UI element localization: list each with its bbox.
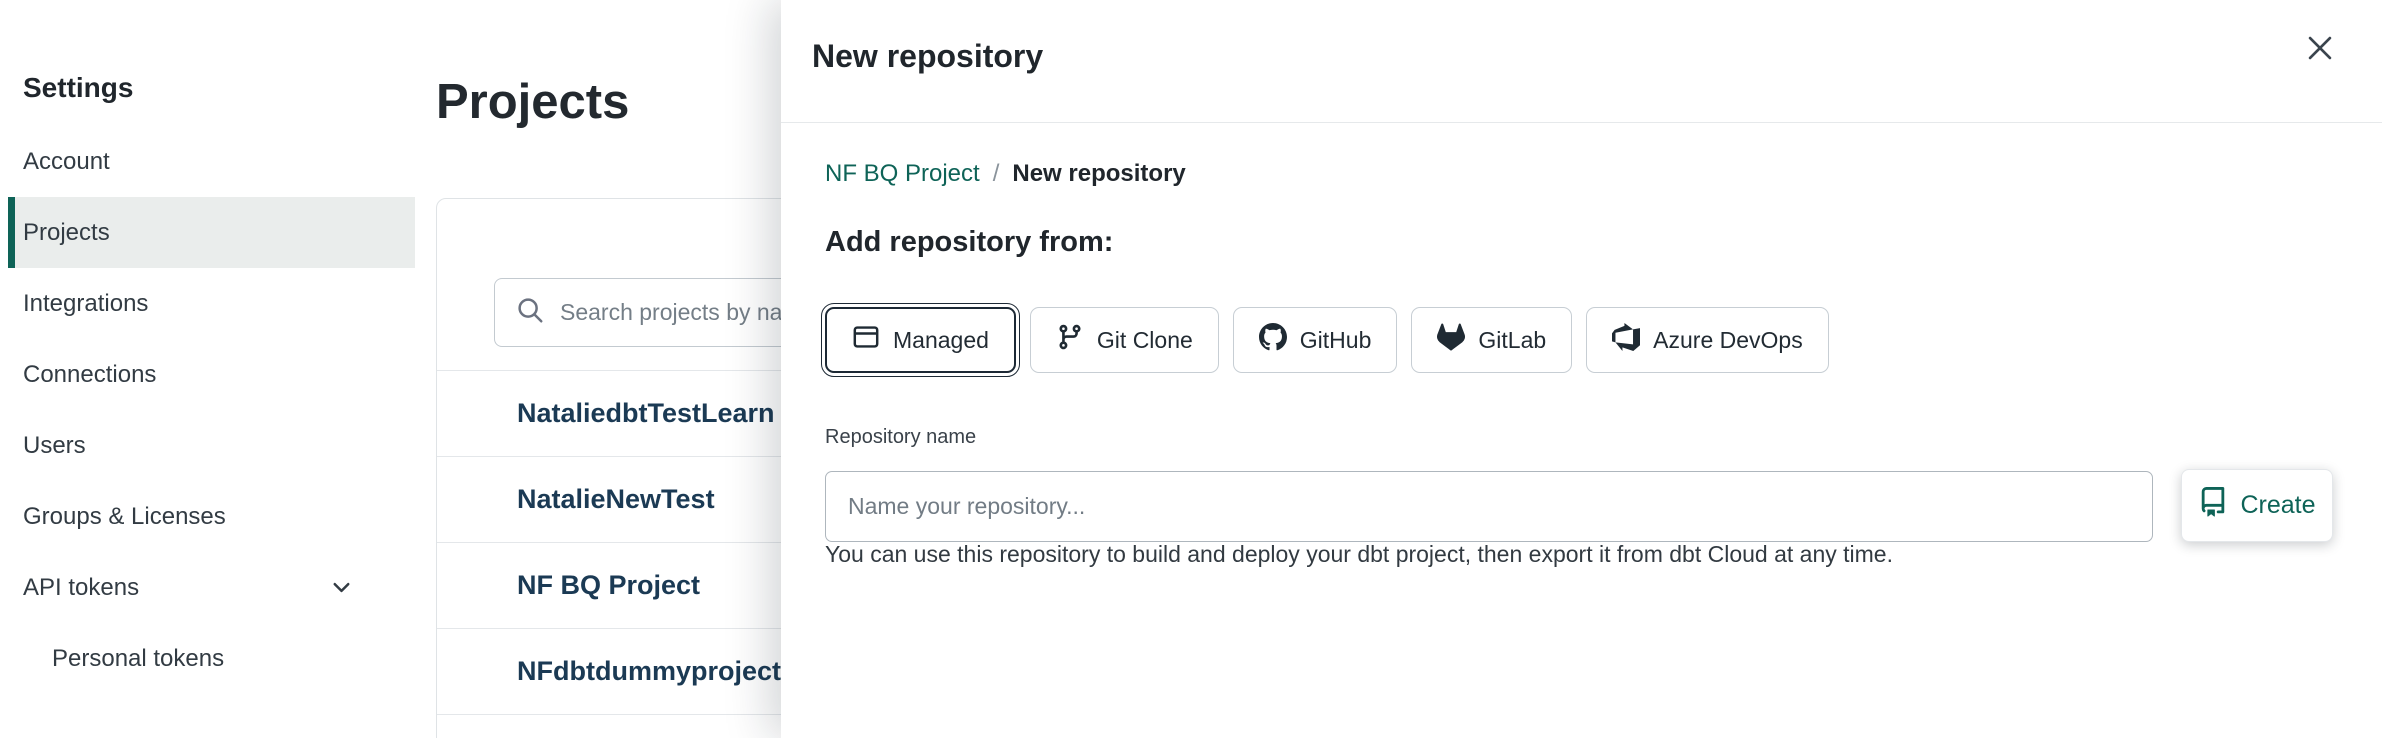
project-link[interactable]: NataliedbtTestLearn T xyxy=(517,398,799,428)
create-repo-icon xyxy=(2198,487,2228,524)
close-icon[interactable] xyxy=(2296,24,2344,72)
source-label: Managed xyxy=(893,326,989,353)
sidebar-item-groups-licenses[interactable]: Groups & Licenses xyxy=(23,502,226,530)
repository-name-label: Repository name xyxy=(825,426,977,448)
repository-name-input[interactable] xyxy=(825,471,2153,542)
sidebar-item-projects[interactable]: Projects xyxy=(8,197,415,268)
settings-title: Settings xyxy=(23,72,134,103)
add-repository-heading: Add repository from: xyxy=(825,226,1114,258)
sidebar-item-connections[interactable]: Connections xyxy=(23,360,157,388)
breadcrumb: NF BQ Project / New repository xyxy=(825,160,1186,188)
source-github-button[interactable]: GitHub xyxy=(1232,307,1398,373)
repository-help-text: You can use this repository to build and… xyxy=(825,541,1893,567)
azure-devops-icon xyxy=(1612,323,1641,357)
project-link[interactable]: NF BQ Project xyxy=(517,570,701,600)
search-icon xyxy=(515,295,545,330)
source-azure-devops-button[interactable]: Azure DevOps xyxy=(1586,307,1829,373)
source-label: GitHub xyxy=(1299,326,1372,353)
sidebar-item-label: API tokens xyxy=(23,573,140,601)
page-title: Projects xyxy=(436,75,630,129)
panel-header: New repository xyxy=(781,0,2382,123)
panel-title: New repository xyxy=(812,38,1044,74)
project-link[interactable]: NatalieNewTest xyxy=(517,484,715,514)
chevron-down-icon xyxy=(328,574,355,601)
sidebar-item-users[interactable]: Users xyxy=(23,431,86,459)
git-clone-icon xyxy=(1056,323,1084,357)
source-gitlab-button[interactable]: GitLab xyxy=(1411,307,1573,373)
new-repository-panel: New repository NF BQ Project / New repos… xyxy=(781,0,2382,738)
gitlab-icon xyxy=(1437,323,1466,357)
sidebar-item-api-tokens[interactable]: API tokens xyxy=(8,552,415,623)
create-button[interactable]: Create xyxy=(2181,469,2333,542)
source-managed-button[interactable]: Managed xyxy=(821,303,1020,377)
github-icon xyxy=(1258,323,1287,357)
repo-source-options: Managed Git Clone GitHub GitLab Azure De… xyxy=(821,303,1829,377)
breadcrumb-separator: / xyxy=(992,160,1000,187)
sidebar-item-integrations[interactable]: Integrations xyxy=(23,289,149,317)
sidebar-item-account[interactable]: Account xyxy=(23,147,110,175)
create-button-label: Create xyxy=(2240,491,2316,519)
breadcrumb-current: New repository xyxy=(1012,160,1186,187)
source-git-clone-button[interactable]: Git Clone xyxy=(1029,307,1219,373)
sidebar-item-personal-tokens[interactable]: Personal tokens xyxy=(52,644,225,672)
breadcrumb-project-link[interactable]: NF BQ Project xyxy=(825,160,980,187)
source-label: Azure DevOps xyxy=(1653,326,1803,353)
source-label: GitLab xyxy=(1478,326,1547,353)
settings-sidebar: Account Projects Integrations Connection… xyxy=(8,126,415,694)
managed-icon xyxy=(852,323,880,357)
source-label: Git Clone xyxy=(1096,326,1193,353)
project-link[interactable]: NFdbtdummyproject xyxy=(517,656,782,686)
